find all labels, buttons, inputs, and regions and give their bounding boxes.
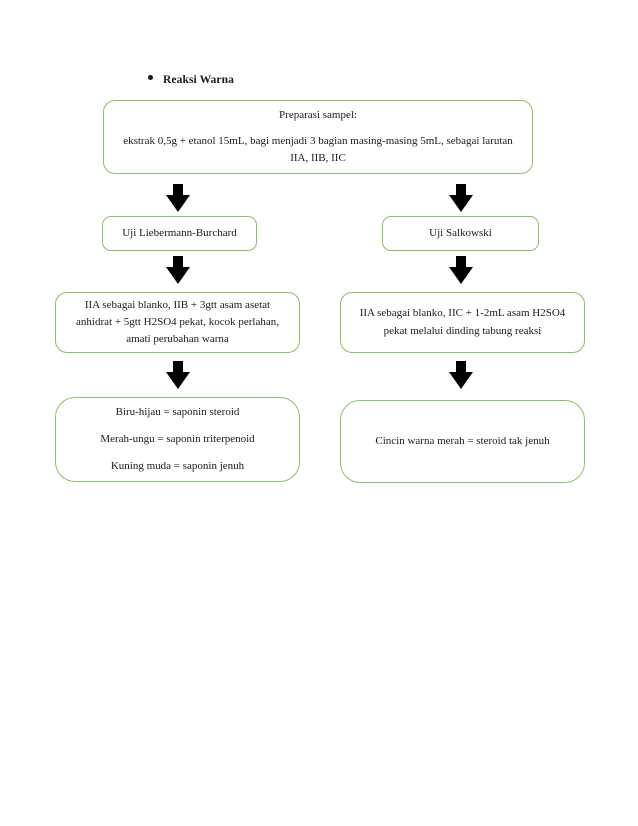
result-line: Kuning muda = saponin jenuh (110, 460, 245, 473)
arrow-salkowski-to-result-icon (449, 361, 473, 389)
heading-label: Reaksi Warna (163, 74, 234, 86)
arrow-head (449, 372, 473, 389)
test-label-liebermann-burchard: Uji Liebermann-Burchard (122, 226, 237, 239)
procedure-box-salkowski: IIA sebagai blanko, IIC + 1-2mL asam H2S… (340, 292, 585, 353)
arrow-prep-to-liebermann-icon (166, 184, 190, 212)
arrow-shaft (456, 184, 466, 197)
result-line: Biru-hijau = saponin steroid (115, 405, 240, 418)
arrow-shaft (173, 361, 183, 374)
arrow-shaft (173, 256, 183, 269)
procedure-text-salkowski: IIA sebagai blanko, IIC + 1-2mL asam H2S… (359, 307, 566, 337)
arrow-liebermann-to-procedure-icon (166, 256, 190, 284)
arrow-head (449, 195, 473, 212)
arrow-head (166, 372, 190, 389)
arrow-salkowski-to-procedure-icon (449, 256, 473, 284)
arrow-shaft (173, 184, 183, 197)
procedure-text-liebermann-burchard: IIA sebagai blanko, IIB + 3gtt asam aset… (76, 298, 279, 346)
test-box-salkowski: Uji Salkowski (382, 216, 539, 251)
arrow-head (449, 267, 473, 284)
arrow-head (166, 267, 190, 284)
preparation-box: Preparasi sampel: ekstrak 0,5g + etanol … (103, 100, 533, 174)
arrow-shaft (456, 256, 466, 269)
result-box-salkowski: Cincin warna merah = steroid tak jenuh (340, 400, 585, 483)
page-heading: Reaksi Warna (148, 74, 234, 86)
result-line: Merah-ungu = saponin triterpenoid (100, 432, 255, 445)
arrow-liebermann-to-result-icon (166, 361, 190, 389)
test-box-liebermann-burchard: Uji Liebermann-Burchard (102, 216, 257, 251)
preparation-body: ekstrak 0,5g + etanol 15mL, bagi menjadi… (123, 134, 513, 165)
result-line: Cincin warna merah = steroid tak jenuh (375, 434, 550, 447)
result-box-liebermann-burchard: Biru-hijau = saponin steroid Merah-ungu … (55, 397, 300, 482)
arrow-shaft (456, 361, 466, 374)
bullet-dot-icon (148, 75, 153, 80)
preparation-title: Preparasi sampel: (279, 108, 357, 121)
arrow-prep-to-salkowski-icon (449, 184, 473, 212)
arrow-head (166, 195, 190, 212)
test-label-salkowski: Uji Salkowski (429, 226, 492, 239)
procedure-box-liebermann-burchard: IIA sebagai blanko, IIB + 3gtt asam aset… (55, 292, 300, 353)
